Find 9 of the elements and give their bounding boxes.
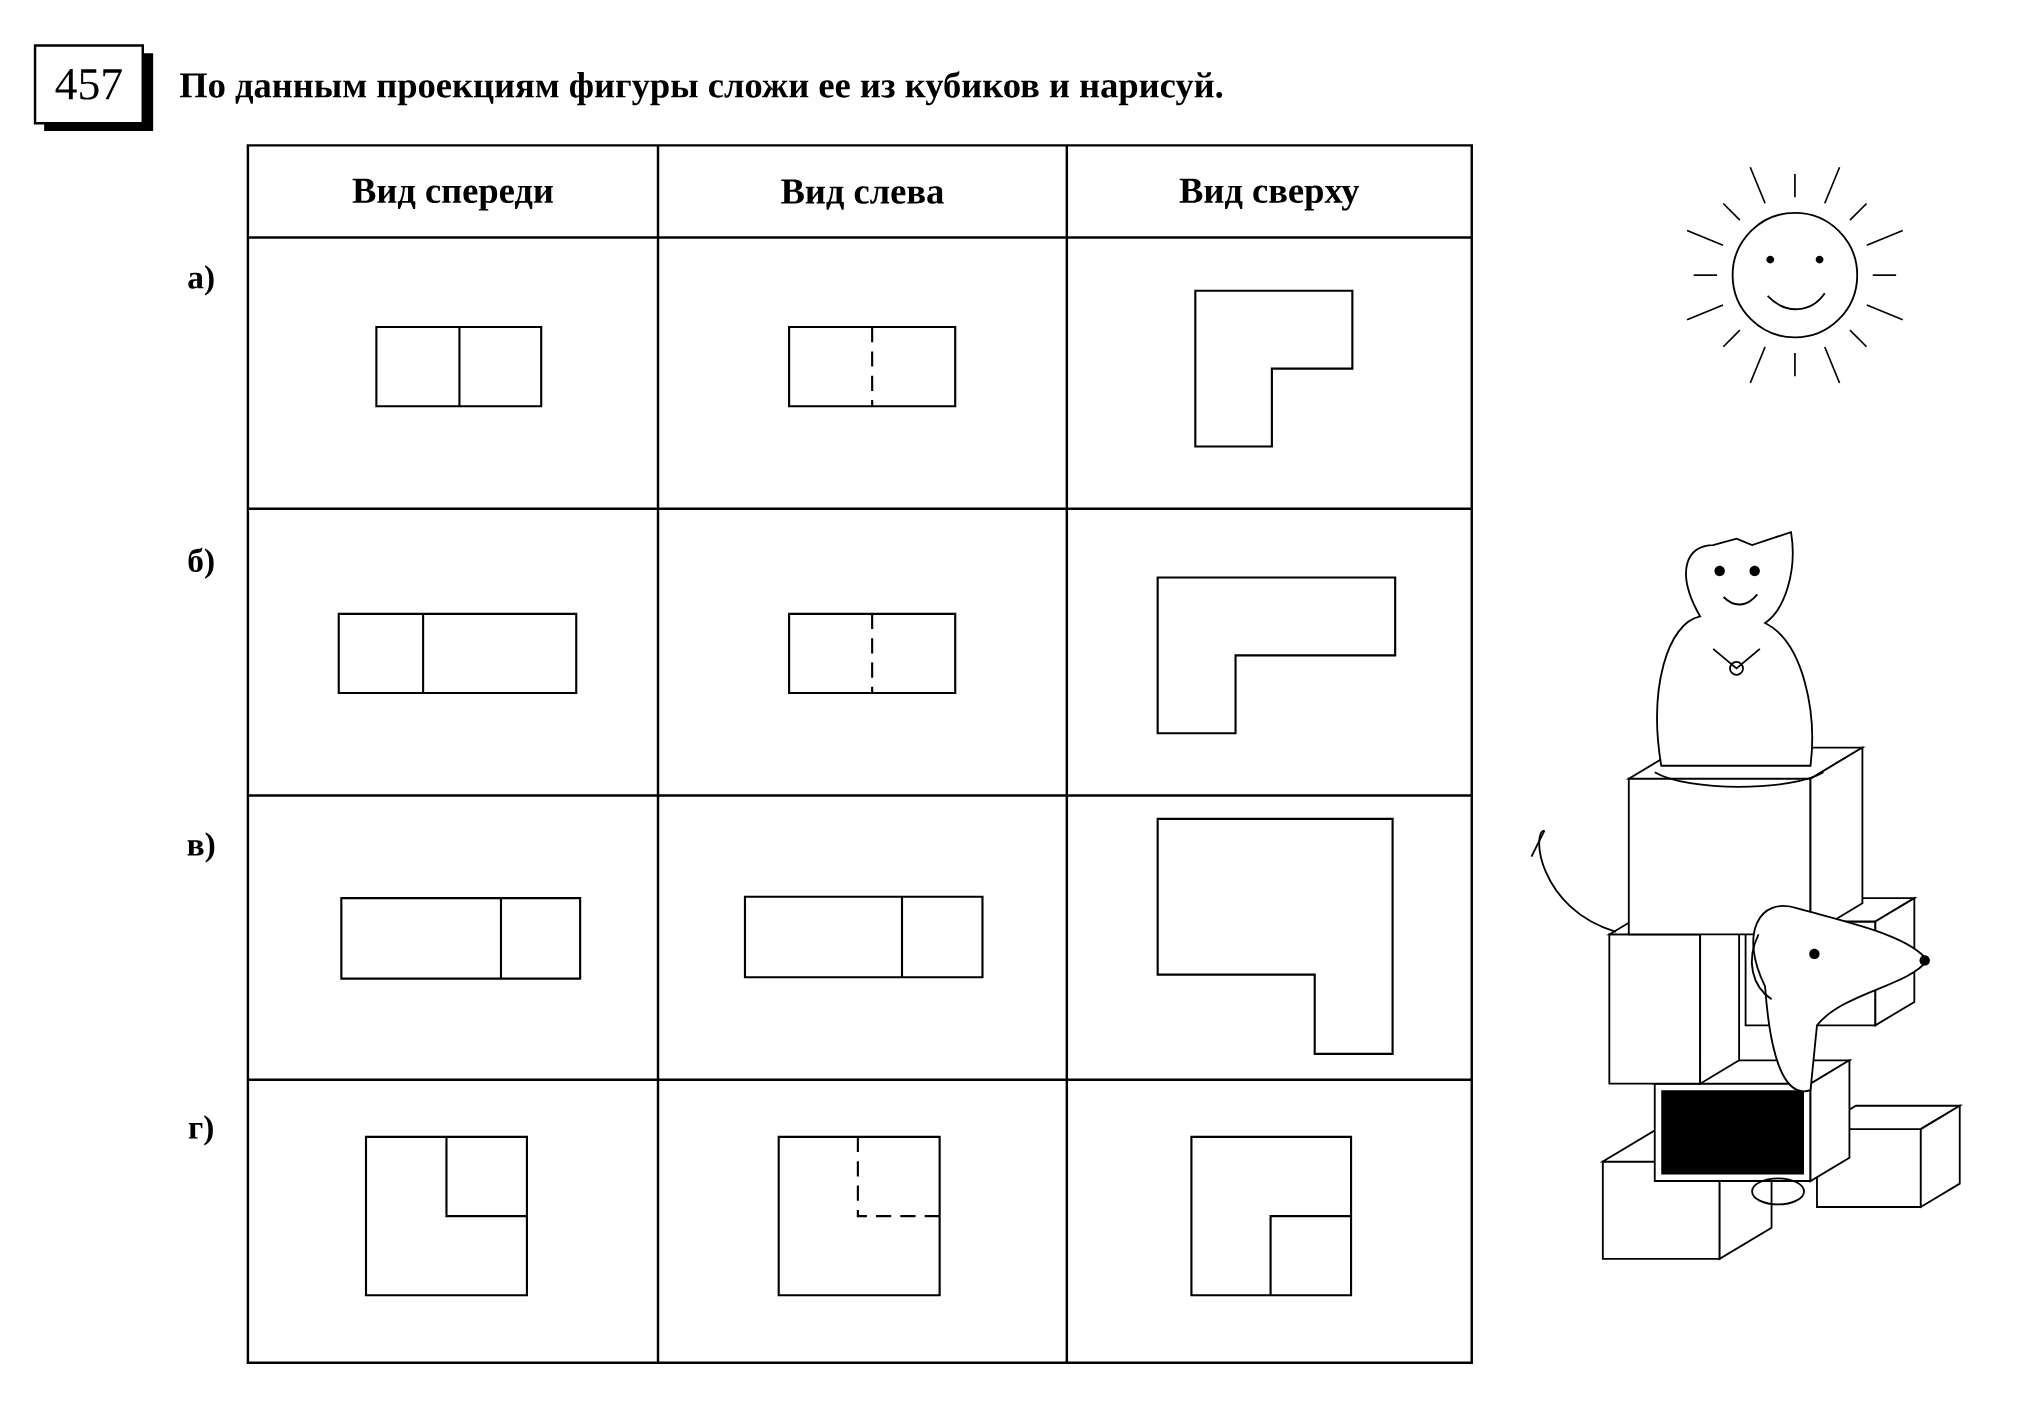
row-label: б): [188, 547, 214, 579]
row-label: а): [188, 265, 214, 296]
column-header: Вид сверху: [1179, 178, 1360, 211]
row-label: г): [188, 1115, 213, 1146]
column-header: Вид слева: [781, 179, 944, 210]
row-label: в): [187, 832, 215, 863]
column-header: Вид спереди: [352, 178, 553, 211]
number-box: 457: [33, 44, 154, 132]
heading: По данным проекциям фигуры сложи ее из кубиков и нарисуй.: [180, 71, 1223, 106]
